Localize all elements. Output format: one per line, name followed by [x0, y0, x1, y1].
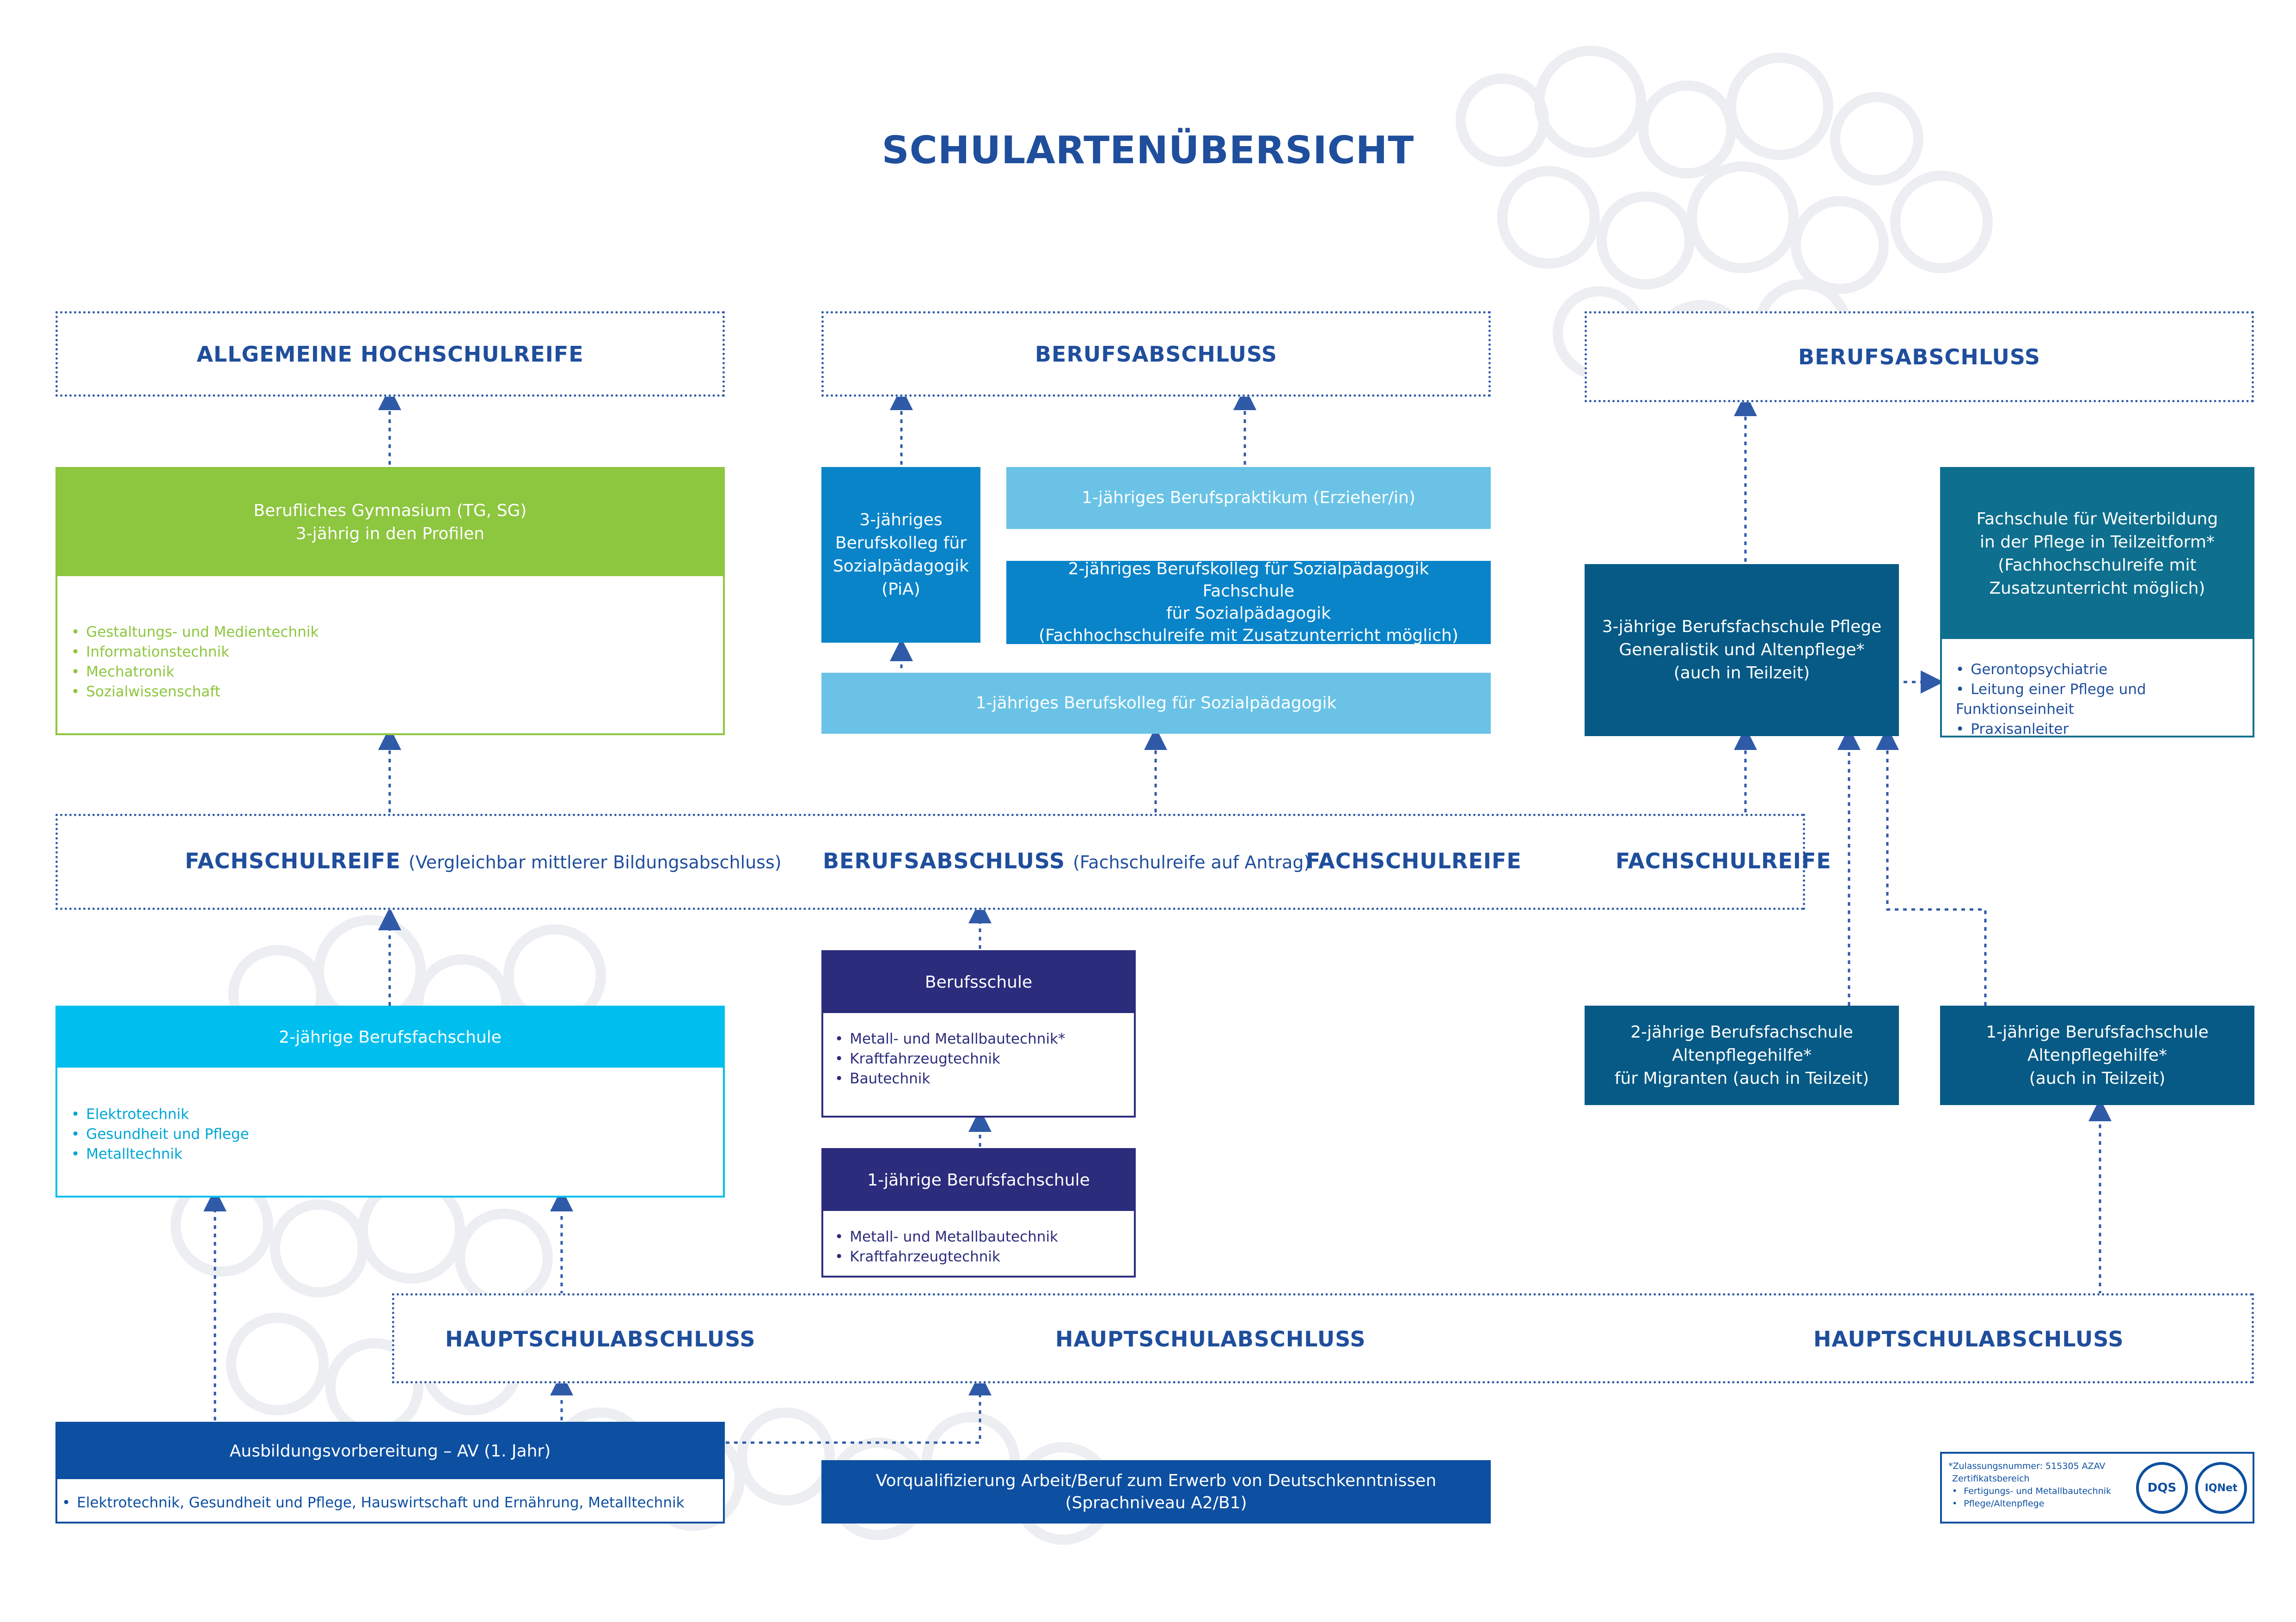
hsa2: HAUPTSCHULABSCHLUSS — [1055, 1327, 1365, 1352]
list-item: Elektrotechnik, Gesundheit und Pflege, H… — [62, 1493, 723, 1513]
gymnasium-card: Berufliches Gymnasium (TG, SG) 3-jährig … — [55, 467, 725, 735]
list-item: Sozialwissenschaft — [71, 682, 723, 702]
altenpflegehilfe2-label: 2-jährige Berufsfachschule Altenpflegehi… — [1614, 1022, 1869, 1088]
dqs-seal-text: DQS — [2147, 1481, 2177, 1495]
berufsabschluss-mid-label: BERUFSABSCHLUSS — [1035, 341, 1278, 367]
fachschulreife-row: FACHSCHULREIFE (Vergleichbar mittlerer B… — [55, 814, 1831, 910]
pflege3-box: 3-jährige Berufsfachschule Pflege Genera… — [1585, 564, 1899, 736]
list-item: Gerontopsychiatrie — [1956, 660, 2253, 680]
iqnet-seal-text: IQNet — [2204, 1482, 2238, 1494]
dqs-seal-icon: DQS — [2136, 1462, 2188, 1514]
altenpflegehilfe1-label: 1-jährige Berufsfachschule Altenpflegehi… — [1986, 1022, 2209, 1088]
list-item: Metall- und Metallbautechnik — [835, 1227, 1134, 1247]
list-item: Elektrotechnik — [71, 1105, 723, 1124]
berufsschule-title: Berufsschule — [925, 973, 1033, 992]
list-item: Praxisanleiter — [1956, 719, 2253, 739]
hsa2-label: HAUPTSCHULABSCHLUSS — [1055, 1327, 1366, 1352]
berufsabschluss-right-box: BERUFSABSCHLUSS — [1585, 311, 2254, 402]
gymnasium-header: Berufliches Gymnasium (TG, SG) 3-jährig … — [57, 469, 723, 576]
hsa3-label: HAUPTSCHULABSCHLUSS — [1813, 1327, 2124, 1352]
list-item: Fertigungs- und Metallbautechnik — [1952, 1485, 2111, 1498]
list-item: Kraftfahrzeugtechnik — [835, 1247, 1134, 1267]
altenpflegehilfe1-box: 1-jährige Berufsfachschule Altenpflegehi… — [1940, 1006, 2254, 1105]
vorqualifizierung-label: Vorqualifizierung Arbeit/Beruf zum Erwer… — [876, 1471, 1437, 1512]
bfs1-title: 1-jährige Berufsfachschule — [867, 1171, 1090, 1190]
list-item: Kraftfahrzeugtechnik — [835, 1049, 1134, 1069]
ahr-label: ALLGEMEINE HOCHSCHULREIFE — [196, 341, 584, 367]
bfs2-card: 2-jährige Berufsfachschule Elektrotechni… — [55, 1006, 725, 1198]
fsr1-note: (Vergleichbar mittlerer Bildungsabschlus… — [408, 852, 782, 872]
zertifikat-line2: Zertifikatsbereich — [1952, 1474, 2030, 1484]
list-item: Pflege/Altenpflege — [1952, 1498, 2111, 1510]
weiterbildung-card: Fachschule für Weiterbildung in der Pfle… — [1940, 467, 2254, 737]
list-item: Metall- und Metallbautechnik* — [835, 1029, 1134, 1049]
bfs2-header: 2-jährige Berufsfachschule — [57, 1008, 723, 1068]
altenpflegehilfe2-box: 2-jährige Berufsfachschule Altenpflegehi… — [1585, 1006, 1899, 1105]
weiterbildung-title: Fachschule für Weiterbildung in der Pfle… — [1976, 510, 2218, 598]
page-title-text: SCHULARTENÜBERSICHT — [882, 128, 1414, 172]
hsa1: HAUPTSCHULABSCHLUSS — [445, 1327, 755, 1352]
fsr3: FACHSCHULREIFE — [1616, 848, 1831, 873]
hsa1-label: HAUPTSCHULABSCHLUSS — [445, 1327, 756, 1352]
list-item: Mechatronik — [71, 662, 723, 682]
bfs1-card: 1-jährige Berufsfachschule Metall- und M… — [821, 1148, 1136, 1278]
fsr1-label: FACHSCHULREIFE — [185, 848, 401, 873]
gymnasium-list: Gestaltungs- und Medientechnik Informati… — [57, 576, 723, 702]
list-item: Leitung einer Pflege und Funktionseinhei… — [1956, 680, 2253, 719]
pia-label: 3-jähriges Berufskolleg für Sozialpädago… — [833, 510, 969, 599]
bk1-box: 1-jähriges Berufskolleg für Sozialpädago… — [821, 673, 1491, 734]
beruf-mid: BERUFSABSCHLUSS (Fachschulreife auf Antr… — [823, 848, 1310, 873]
bk1-label: 1-jähriges Berufskolleg für Sozialpädago… — [975, 694, 1337, 713]
weiterbildung-header: Fachschule für Weiterbildung in der Pfle… — [1942, 469, 2253, 639]
zertifikat-text: *Zulassungsnummer: 515305 AZAV Zertifika… — [1948, 1460, 2111, 1510]
av-card: Ausbildungsvorbereitung – AV (1. Jahr) E… — [55, 1422, 725, 1524]
fsr2-label: FACHSCHULREIFE — [1306, 848, 1522, 873]
fsr2: FACHSCHULREIFE — [1306, 848, 1522, 873]
bfs1-list: Metall- und Metallbautechnik Kraftfahrze… — [823, 1211, 1134, 1267]
vorqualifizierung-box: Vorqualifizierung Arbeit/Beruf zum Erwer… — [821, 1460, 1491, 1524]
beruf-mid-label: BERUFSABSCHLUSS — [823, 848, 1065, 873]
list-item: Gesundheit und Pflege — [71, 1124, 723, 1144]
bfs1-header: 1-jährige Berufsfachschule — [823, 1150, 1134, 1211]
berufsabschluss-right-label: BERUFSABSCHLUSS — [1798, 344, 2041, 369]
bfs2-list: Elektrotechnik Gesundheit und Pflege Met… — [57, 1068, 723, 1164]
list-item: Gestaltungs- und Medientechnik — [71, 622, 723, 642]
iqnet-seal-icon: IQNet — [2195, 1462, 2247, 1514]
av-title: Ausbildungsvorbereitung – AV (1. Jahr) — [229, 1442, 551, 1461]
fsr1: FACHSCHULREIFE (Vergleichbar mittlerer B… — [185, 848, 782, 873]
ahr-box: ALLGEMEINE HOCHSCHULREIFE — [55, 311, 725, 397]
hsa3: HAUPTSCHULABSCHLUSS — [1813, 1327, 2124, 1352]
bk2-label: 2-jähriges Berufskolleg für Sozialpädago… — [1039, 559, 1458, 645]
pflege3-label: 3-jährige Berufsfachschule Pflege Genera… — [1602, 617, 1882, 682]
berufsabschluss-mid-box: BERUFSABSCHLUSS — [821, 311, 1491, 397]
fsr3-label: FACHSCHULREIFE — [1616, 848, 1831, 873]
zertifikat-list: Fertigungs- und Metallbautechnik Pflege/… — [1948, 1485, 2111, 1510]
pia-box: 3-jähriges Berufskolleg für Sozialpädago… — [821, 467, 980, 643]
list-item: Bautechnik — [835, 1069, 1134, 1089]
zertifikat-line1: *Zulassungsnummer: 515305 AZAV — [1948, 1461, 2106, 1471]
gymnasium-title: Berufliches Gymnasium (TG, SG) 3-jährig … — [253, 501, 527, 543]
berufsschule-card: Berufsschule Metall- und Metallbautechni… — [821, 950, 1136, 1118]
av-header: Ausbildungsvorbereitung – AV (1. Jahr) — [57, 1424, 723, 1479]
praktikum-box: 1-jähriges Berufspraktikum (Erzieher/in) — [1006, 467, 1491, 529]
page-title: SCHULARTENÜBERSICHT — [832, 125, 1464, 176]
zertifikat-box: *Zulassungsnummer: 515305 AZAV Zertifika… — [1940, 1452, 2254, 1524]
bk2-box: 2-jähriges Berufskolleg für Sozialpädago… — [1006, 559, 1491, 645]
praktikum-label: 1-jähriges Berufspraktikum (Erzieher/in) — [1082, 488, 1415, 507]
hauptschulabschluss-row: HAUPTSCHULABSCHLUSS HAUPTSCHULABSCHLUSS … — [392, 1293, 2254, 1383]
berufsschule-list: Metall- und Metallbautechnik* Kraftfahrz… — [823, 1013, 1134, 1089]
beruf-mid-note: (Fachschulreife auf Antrag) — [1073, 852, 1311, 872]
av-list: Elektrotechnik, Gesundheit und Pflege, H… — [57, 1479, 723, 1513]
weiterbildung-list: Gerontopsychiatrie Leitung einer Pflege … — [1942, 639, 2253, 739]
berufsschule-header: Berufsschule — [823, 952, 1134, 1013]
bfs2-title: 2-jährige Berufsfachschule — [279, 1028, 502, 1047]
list-item: Metalltechnik — [71, 1144, 723, 1164]
list-item: Informationstechnik — [71, 642, 723, 662]
